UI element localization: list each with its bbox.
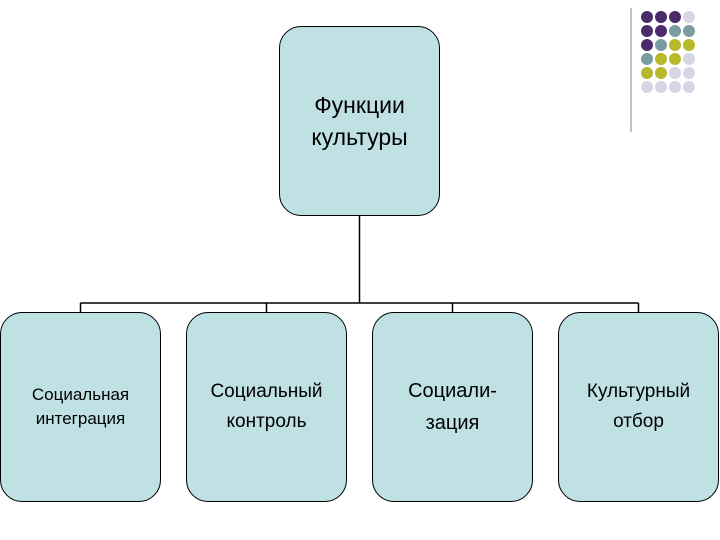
decorative-dot: [683, 53, 695, 65]
decorative-dot: [683, 81, 695, 93]
child-node-label: Социальный контроль: [210, 381, 323, 432]
decorative-dot: [641, 67, 653, 79]
child-node-social-control: Социальный контроль: [186, 312, 347, 502]
decorative-dot-grid: [630, 8, 695, 132]
decorative-dot: [683, 11, 695, 23]
child-node-socialization: Социали- зация: [372, 312, 533, 502]
child-node-social-integration: Социальная интеграция: [0, 312, 161, 502]
decorative-dot: [655, 81, 667, 93]
decorative-dot: [655, 39, 667, 51]
child-node-label: Социали- зация: [408, 380, 497, 434]
decorative-dot: [641, 39, 653, 51]
decorative-dot: [669, 39, 681, 51]
root-node-culture-functions: Функции культуры: [279, 26, 440, 216]
decorative-dot: [641, 81, 653, 93]
decorative-dot: [655, 11, 667, 23]
child-node-label: Социальная интеграция: [31, 385, 130, 428]
decorative-dot: [683, 39, 695, 51]
decorative-dot: [641, 11, 653, 23]
decorative-dot: [655, 53, 667, 65]
decorative-dot: [641, 53, 653, 65]
decorative-dot: [655, 67, 667, 79]
root-node-label: Функции культуры: [311, 92, 408, 150]
decorative-dot: [683, 67, 695, 79]
decorative-dot: [655, 25, 667, 37]
decorative-dot: [641, 25, 653, 37]
decorative-dot: [669, 67, 681, 79]
decorative-dot: [669, 11, 681, 23]
decorative-dot: [669, 53, 681, 65]
child-node-cultural-selection: Культурный отбор: [558, 312, 719, 502]
decorative-dot: [669, 25, 681, 37]
decorative-dot: [683, 25, 695, 37]
decorative-dot: [669, 81, 681, 93]
child-node-label: Культурный отбор: [586, 381, 691, 432]
